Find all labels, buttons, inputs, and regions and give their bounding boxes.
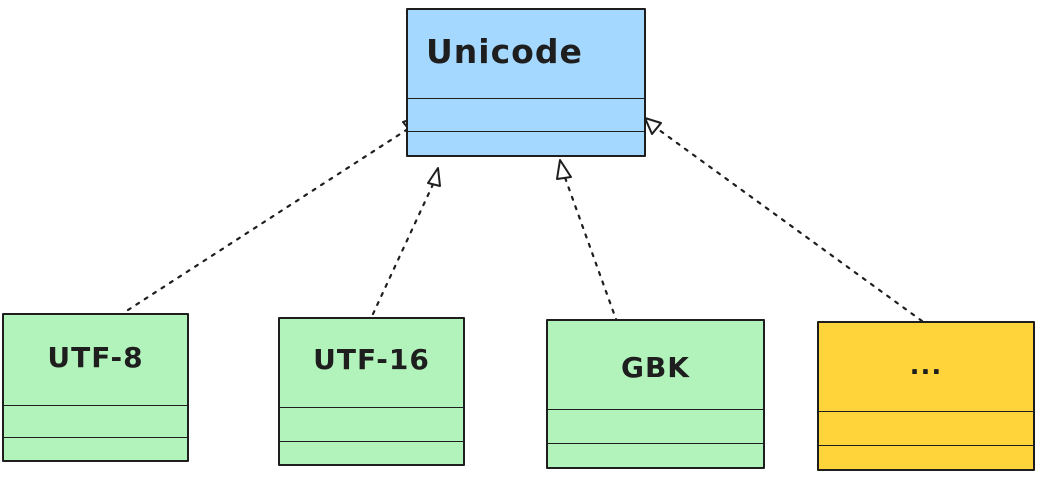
utf8-class-divider-1: [4, 405, 187, 406]
gbk-class-title: GBK: [620, 351, 691, 384]
arrowhead-utf16-icon: [427, 167, 441, 187]
unicode-class-divider-2: [408, 131, 644, 132]
utf16-class-divider-2: [280, 441, 463, 442]
gbk-class-divider-1: [548, 409, 763, 410]
utf16-class-divider-1: [280, 407, 463, 408]
unicode-class-box: Unicode: [406, 8, 646, 157]
utf16-class-box: UTF-16: [278, 317, 465, 466]
utf16-class-title: UTF-16: [313, 343, 430, 376]
gbk-class-divider-2: [548, 443, 763, 444]
utf8-class-box: UTF-8: [2, 313, 189, 462]
more-class-divider-2: [819, 445, 1033, 446]
connector-more: [653, 125, 924, 323]
unicode-class-divider-1: [408, 98, 644, 99]
connector-utf8: [126, 125, 413, 312]
gbk-class-box: GBK: [546, 319, 765, 469]
connector-utf16: [371, 178, 437, 316]
more-class-divider-1: [819, 411, 1033, 412]
unicode-class-title: Unicode: [426, 32, 583, 71]
more-class-title: ...: [909, 351, 943, 381]
utf8-class-title: UTF-8: [47, 341, 144, 374]
utf8-class-divider-2: [4, 437, 187, 438]
arrowhead-gbk-icon: [556, 159, 572, 180]
arrowhead-more-icon: [644, 117, 662, 135]
connector-gbk: [561, 170, 619, 324]
more-class-box: ...: [817, 321, 1035, 471]
